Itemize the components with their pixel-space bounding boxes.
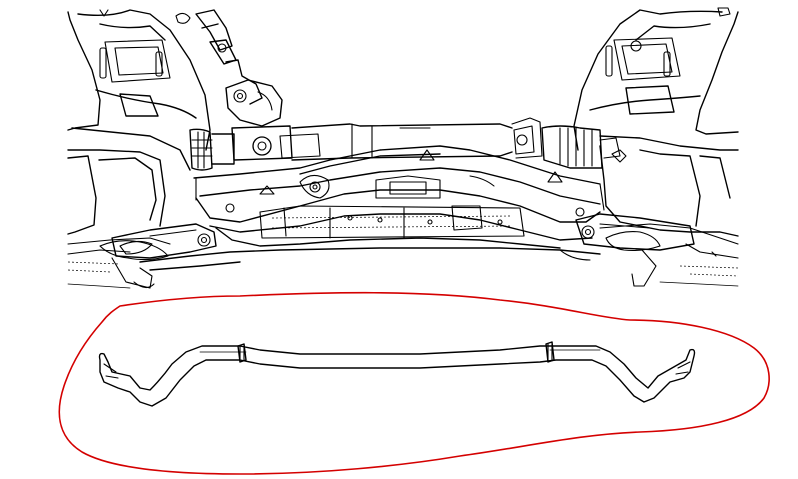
front-crossmember [193, 145, 605, 241]
left-fender-liner [67, 9, 211, 289]
left-lower-control-arm [111, 223, 217, 259]
stabilizer-bar [98, 341, 696, 407]
highlight-circle [58, 291, 770, 475]
steering-shaft [195, 9, 321, 161]
steering-rack [189, 117, 621, 171]
right-fender-liner [573, 7, 739, 287]
lower-subframe [139, 205, 601, 271]
right-lower-control-arm [575, 213, 695, 251]
